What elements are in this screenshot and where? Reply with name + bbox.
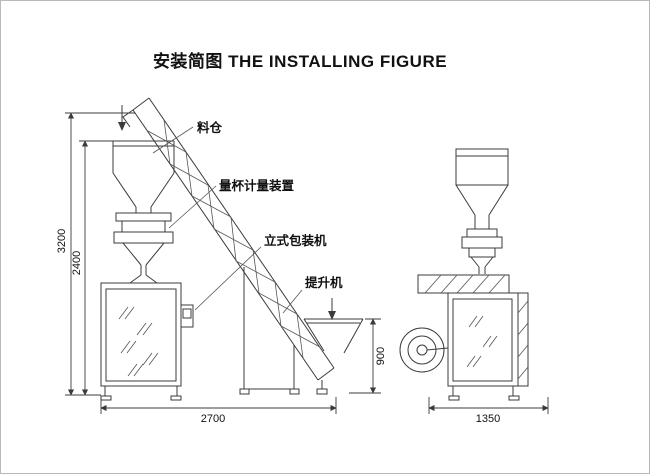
flow-arrows <box>118 105 336 320</box>
conveyor-lattice-b <box>163 119 304 359</box>
silo-outline <box>112 140 175 213</box>
packing-machine-body <box>100 282 194 401</box>
flow-arrow-hopper-icon <box>328 311 336 320</box>
side-measuring-discs <box>461 228 503 274</box>
label-elevator: 提升机 <box>305 275 343 290</box>
flow-arrow-top-icon <box>118 122 126 131</box>
dim-text-2700: 2700 <box>201 413 225 425</box>
tray-outline <box>417 274 510 294</box>
leader-line-elevator <box>282 289 303 314</box>
leader-line-silo <box>152 126 194 154</box>
tray-hatching <box>424 274 506 294</box>
body-outline <box>100 282 182 387</box>
label-measuring-device: 量杯计量装置 <box>219 178 295 193</box>
extension-lines-2700 <box>100 397 337 414</box>
dim-text-900: 900 <box>375 347 387 365</box>
leader-line-measuring <box>168 185 217 229</box>
measuring-funnel <box>122 242 165 284</box>
dimension-annotations: 3200 2400 900 2700 1350 <box>56 112 549 425</box>
side-feeder-tray <box>417 274 510 294</box>
side-door-reflection-marks <box>466 315 498 368</box>
conveyor-support-legs <box>239 267 328 395</box>
leader-line-packer <box>194 246 262 311</box>
side-frame-strip <box>517 292 529 387</box>
conveyor-band <box>122 97 335 381</box>
film-roll-middle <box>407 335 437 365</box>
dim-text-1350: 1350 <box>476 413 500 425</box>
control-panel <box>181 304 194 328</box>
side-machine-legs <box>448 386 520 401</box>
dim-text-3200: 3200 <box>56 229 68 253</box>
part-labels: 料仓 量杯计量装置 立式包装机 提升机 <box>152 120 343 314</box>
silo-hopper <box>112 140 175 213</box>
measuring-cup-device <box>113 212 174 284</box>
feed-hopper-outline <box>303 318 364 354</box>
machine-legs <box>100 386 182 401</box>
page-title: 安装简图 THE INSTALLING FIGURE <box>152 52 448 71</box>
conveyor-lattice-a <box>147 130 321 348</box>
film-roll <box>399 327 449 373</box>
film-roll-core <box>416 344 428 356</box>
front-view <box>100 97 364 401</box>
side-view <box>399 148 529 401</box>
measuring-discs <box>113 212 174 244</box>
elevator-feed-hopper <box>303 318 364 354</box>
film-roll-bracket <box>426 347 449 351</box>
body-door <box>105 288 177 382</box>
side-body-outline <box>447 292 519 387</box>
extension-lines-1350 <box>428 397 549 414</box>
side-silo-hopper <box>455 148 509 229</box>
side-measuring-device <box>461 228 503 274</box>
door-reflection-marks <box>118 306 159 377</box>
side-silo-outline <box>455 148 509 229</box>
dim-text-2400: 2400 <box>71 251 83 275</box>
film-roll-outer <box>399 327 445 373</box>
label-silo: 料仓 <box>197 120 223 135</box>
label-packing-machine: 立式包装机 <box>264 233 327 248</box>
side-body-door <box>452 298 513 382</box>
elevator-conveyor <box>122 97 335 395</box>
side-machine-body <box>447 292 529 401</box>
side-frame-hatching <box>517 300 529 380</box>
